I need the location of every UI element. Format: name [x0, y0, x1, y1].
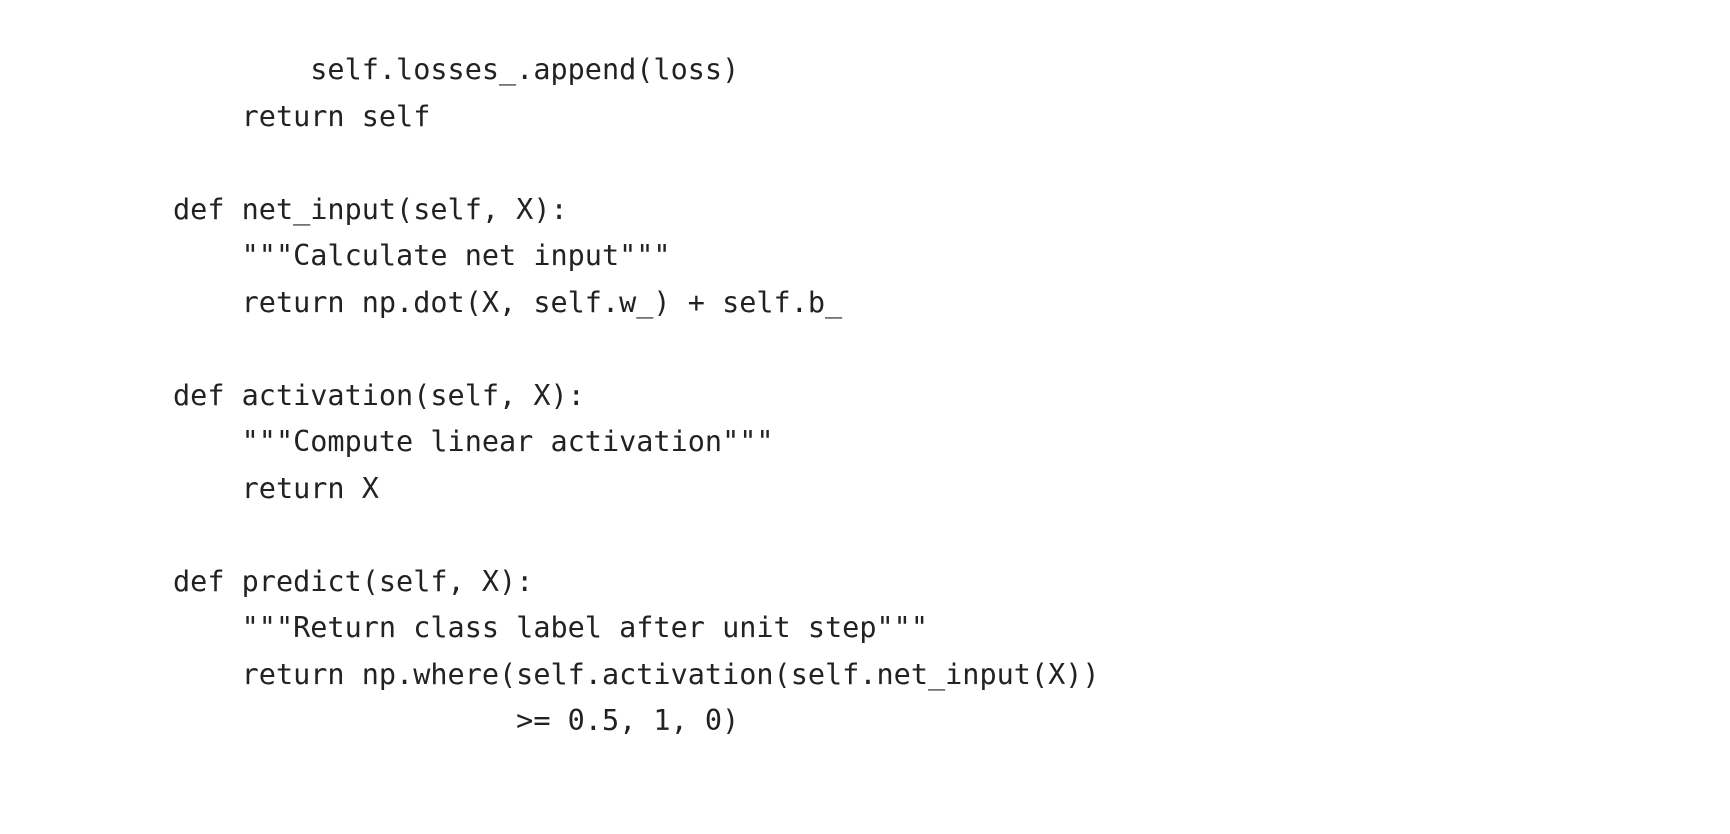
- code-line: return np.dot(X, self.w_) + self.b_: [173, 285, 843, 319]
- code-block[interactable]: self.losses_.append(loss) return self def…: [173, 47, 1100, 745]
- code-line: """Return class label after unit step""": [173, 611, 928, 644]
- code-line: return self: [173, 99, 431, 133]
- code-line: """Compute linear activation""": [173, 425, 774, 458]
- code-line: self.losses_.append(loss): [173, 53, 740, 86]
- code-line: def net_input(self, X):: [173, 192, 568, 226]
- code-line: >= 0.5, 1, 0): [173, 704, 740, 737]
- code-line: """Calculate net input""": [173, 239, 671, 272]
- code-line-blank: [173, 512, 1100, 559]
- code-line: def activation(self, X):: [173, 378, 585, 412]
- code-line: def predict(self, X):: [173, 564, 534, 598]
- code-line-blank: [173, 140, 1100, 187]
- code-line: return X: [173, 471, 379, 505]
- code-line: return np.where(self.activation(self.net…: [173, 657, 1100, 691]
- code-line-blank: [173, 326, 1100, 373]
